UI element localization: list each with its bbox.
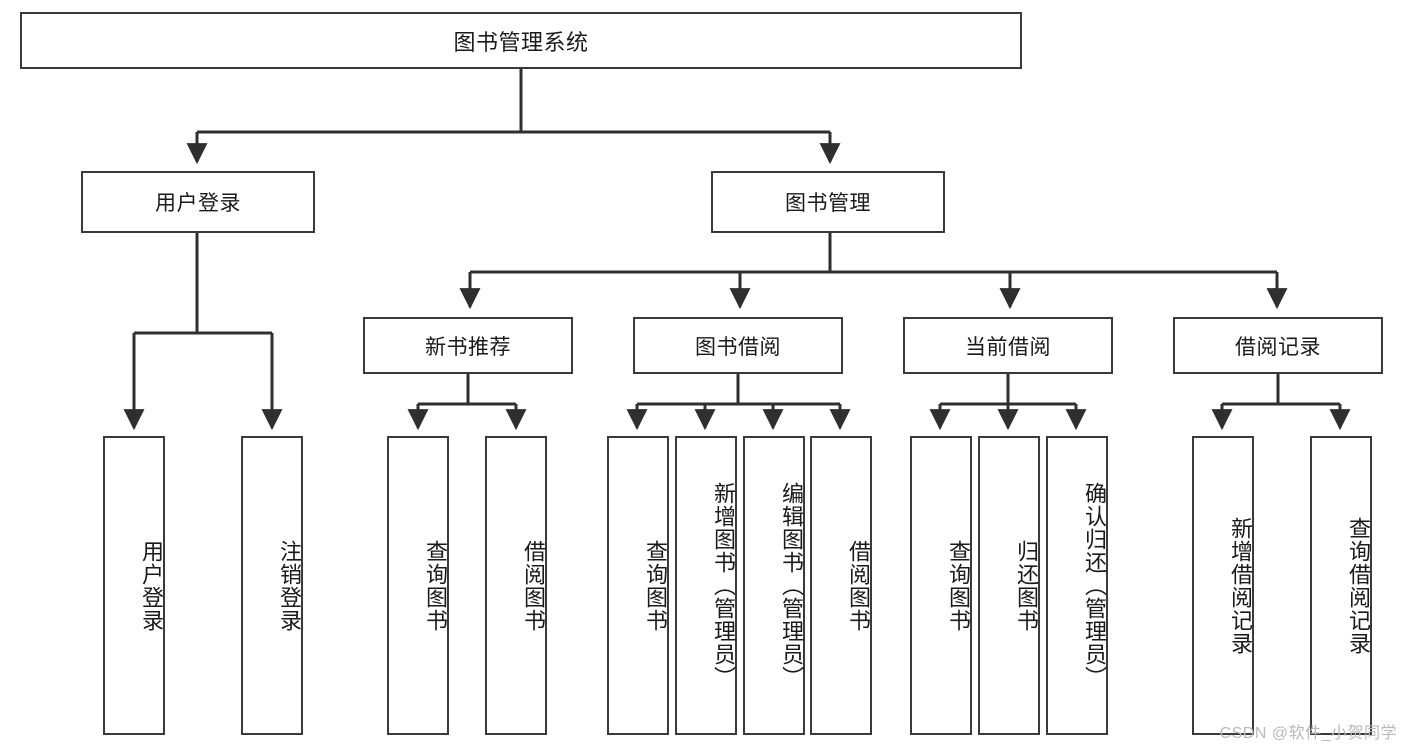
node-label: 新书推荐 bbox=[425, 335, 511, 359]
node-book-management[interactable]: 图书管理 bbox=[711, 171, 945, 233]
node-label: 归还图书 bbox=[1014, 539, 1039, 632]
node-label: 借阅图书 bbox=[846, 539, 871, 632]
node-label: 查询图书 bbox=[423, 539, 448, 632]
csdn-watermark: CSDN @软件_小贺同学 bbox=[1219, 725, 1397, 742]
node-book-borrow[interactable]: 图书借阅 bbox=[633, 317, 843, 374]
node-label: 查询借阅记录 bbox=[1346, 516, 1371, 655]
leaf-borrow-edit-book-admin[interactable]: 编辑图书（管理员） bbox=[743, 436, 805, 735]
leaf-user-login-login[interactable]: 用户登录 bbox=[103, 436, 165, 735]
leaf-current-confirm-return-admin[interactable]: 确认归还（管理员） bbox=[1046, 436, 1108, 735]
node-user-login[interactable]: 用户登录 bbox=[81, 171, 315, 233]
node-root-system[interactable]: 图书管理系统 bbox=[20, 12, 1022, 69]
node-label: 新增借阅记录 bbox=[1228, 516, 1253, 655]
node-label: 查询图书 bbox=[643, 539, 668, 632]
node-label: 确认归还（管理员） bbox=[1082, 482, 1107, 689]
node-label: 用户登录 bbox=[139, 539, 164, 632]
node-new-book-recommend[interactable]: 新书推荐 bbox=[363, 317, 573, 374]
leaf-recommend-borrow-book[interactable]: 借阅图书 bbox=[485, 436, 547, 735]
node-label: 注销登录 bbox=[277, 539, 302, 632]
node-label: 借阅图书 bbox=[521, 539, 546, 632]
leaf-user-login-logout[interactable]: 注销登录 bbox=[241, 436, 303, 735]
node-label: 查询图书 bbox=[946, 539, 971, 632]
leaf-recommend-query-book[interactable]: 查询图书 bbox=[387, 436, 449, 735]
leaf-borrow-query-book[interactable]: 查询图书 bbox=[607, 436, 669, 735]
node-label: 图书管理系统 bbox=[453, 29, 589, 55]
leaf-record-query-record[interactable]: 查询借阅记录 bbox=[1310, 436, 1372, 735]
node-borrow-record[interactable]: 借阅记录 bbox=[1173, 317, 1383, 374]
leaf-borrow-borrow-book[interactable]: 借阅图书 bbox=[810, 436, 872, 735]
node-label: 借阅记录 bbox=[1235, 335, 1321, 359]
node-label: 用户登录 bbox=[155, 192, 241, 215]
node-current-borrow[interactable]: 当前借阅 bbox=[903, 317, 1113, 374]
node-label: 图书管理 bbox=[785, 192, 871, 215]
leaf-current-return-book[interactable]: 归还图书 bbox=[978, 436, 1040, 735]
node-label: 当前借阅 bbox=[965, 335, 1051, 359]
node-label: 编辑图书（管理员） bbox=[779, 482, 804, 689]
leaf-current-query-book[interactable]: 查询图书 bbox=[910, 436, 972, 735]
leaf-record-add-record[interactable]: 新增借阅记录 bbox=[1192, 436, 1254, 735]
leaf-borrow-add-book-admin[interactable]: 新增图书（管理员） bbox=[675, 436, 737, 735]
node-label: 新增图书（管理员） bbox=[711, 482, 736, 689]
node-label: 图书借阅 bbox=[695, 335, 781, 359]
